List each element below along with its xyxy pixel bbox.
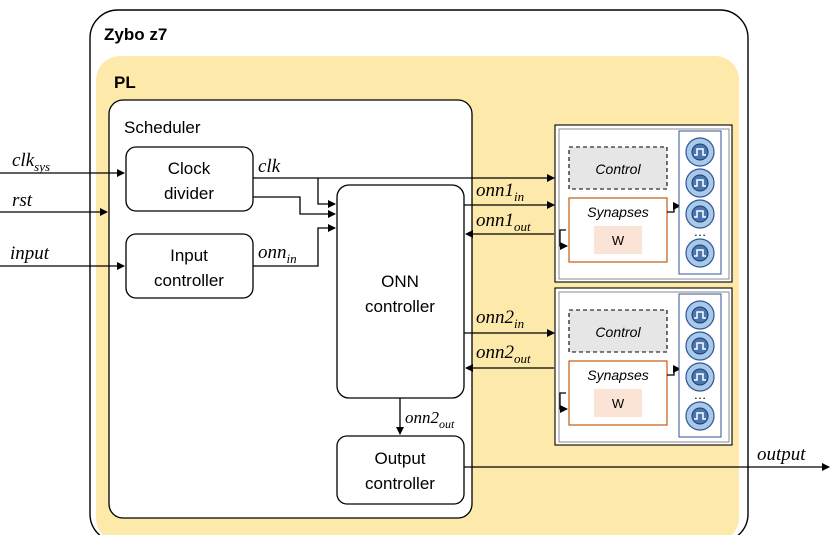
onn1-weight-label: W — [612, 233, 625, 248]
pl-title: PL — [114, 73, 136, 92]
onn1-module: Control Synapses W … — [554, 124, 733, 283]
onn2-control-box — [568, 309, 668, 353]
onn-controller-block — [336, 184, 465, 399]
onn1-control-box — [568, 146, 668, 190]
output-controller-block — [336, 435, 465, 505]
clk-divider-to-onn-controller-wire — [253, 196, 336, 218]
input-controller-label-2: controller — [154, 271, 224, 290]
output-controller-label-1: Output — [374, 449, 425, 468]
clock-divider-block — [125, 146, 254, 212]
onn2-out-down-label: onn2out — [405, 408, 455, 431]
onn2-module: Control Synapses W … — [554, 287, 733, 446]
onn-controller-label-1: ONN — [381, 272, 419, 291]
onn2-neuron-icon — [685, 401, 715, 431]
onn2-neuron-ellipsis: … — [694, 387, 707, 402]
onn2-weight-label: W — [612, 396, 625, 411]
onn1-control-label: Control — [595, 161, 641, 177]
onn-in-wire — [253, 224, 336, 267]
clk-label: clk — [258, 156, 281, 177]
board-title: Zybo z7 — [104, 25, 167, 44]
onn2-neuron-icon — [685, 331, 715, 361]
onn1-neuron-icon — [685, 137, 715, 167]
onn2-out-label: onn2out — [476, 342, 531, 366]
onn1-neuron-ellipsis: … — [694, 224, 707, 239]
onn1-synapses-label: Synapses — [587, 204, 648, 220]
onn2-neuron-icon — [685, 362, 715, 392]
onn1-in-label: onn1in — [476, 180, 524, 204]
output-label: output — [757, 444, 806, 465]
onn2-control-label: Control — [595, 324, 641, 340]
rst-label: rst — [12, 190, 33, 211]
clock-divider-label-2: divider — [164, 184, 214, 203]
onn2-synapses-label: Synapses — [587, 367, 648, 383]
clock-divider-label-1: Clock — [168, 159, 211, 178]
input-controller-label-1: Input — [170, 246, 208, 265]
onn2-in-label: onn2in — [476, 307, 524, 331]
onn1-out-label: onn1out — [476, 210, 531, 234]
clk-to-onn-controller-wire — [317, 178, 336, 208]
onn-in-label: onnin — [258, 242, 297, 266]
onn-controller-label-2: controller — [365, 297, 435, 316]
onn2-weight-box — [594, 389, 642, 417]
output-controller-label-2: controller — [365, 474, 435, 493]
onn2-neuron-icon — [685, 300, 715, 330]
onn1-neuron-icon — [685, 168, 715, 198]
onn1-weight-box — [594, 226, 642, 254]
input-label: input — [10, 243, 50, 264]
clk-sys-label: clksys — [12, 150, 50, 174]
onn1-neuron-icon — [685, 238, 715, 268]
onn1-neuron-icon — [685, 199, 715, 229]
scheduler-title: Scheduler — [124, 118, 201, 137]
